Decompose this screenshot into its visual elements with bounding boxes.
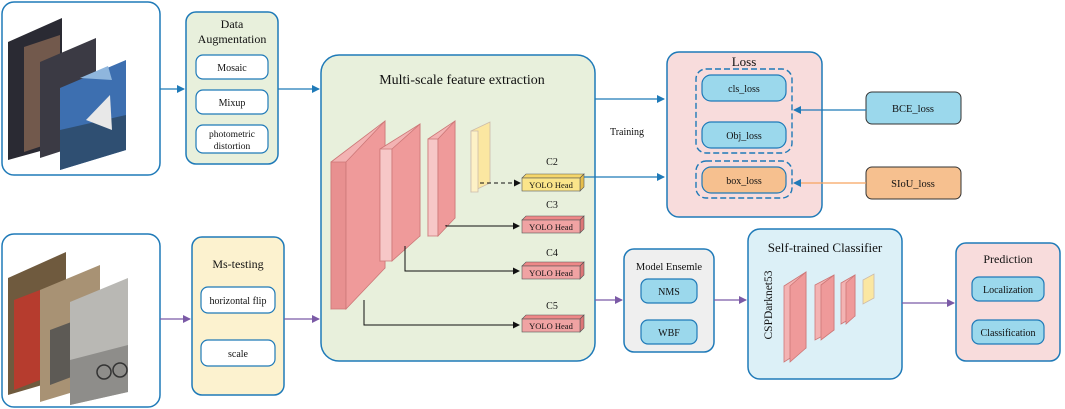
nms-label: NMS — [658, 287, 680, 298]
ms-testing-panel: Ms-testing horizontal flip scale — [191, 236, 285, 396]
c4-label: C4 — [546, 248, 558, 259]
head-c2: C2 YOLO Head — [521, 157, 585, 192]
classifier-layers — [783, 271, 875, 363]
model-ensemble-panel: Model Ensemle NMS WBF — [623, 248, 715, 353]
wbf-label: WBF — [658, 328, 680, 339]
head-c5: C5 YOLO Head — [521, 301, 585, 333]
bce-loss-box: BCE_loss — [865, 91, 962, 125]
training-label: Training — [610, 127, 644, 138]
obj-loss-label: Obj_loss — [726, 131, 762, 142]
augmentation-title-line1: Data — [221, 17, 244, 31]
mixup-label: Mixup — [219, 98, 246, 109]
testing-image-stack — [8, 252, 128, 405]
feature-extraction-panel: Multi-scale feature extraction C2 — [320, 54, 596, 362]
cls-loss-label: cls_loss — [728, 84, 760, 95]
siou-loss-label: SIoU_loss — [891, 179, 935, 190]
siou-loss-box: SIoU_loss — [865, 166, 962, 200]
augmentation-title-line2: Augmentation — [198, 32, 267, 46]
head-c4: C4 YOLO Head — [521, 248, 585, 280]
scale-label: scale — [228, 349, 249, 360]
c5-label: C5 — [546, 301, 558, 312]
localization-label: Localization — [983, 285, 1033, 296]
distortion-label: distortion — [214, 142, 251, 152]
box-loss-label: box_loss — [726, 176, 762, 187]
prediction-title: Prediction — [983, 252, 1032, 266]
loss-panel: Loss cls_loss Obj_loss box_loss — [666, 51, 823, 218]
testing-images-panel — [1, 233, 161, 408]
c3-head-label: YOLO Head — [529, 222, 573, 232]
mosaic-label: Mosaic — [217, 63, 247, 74]
backbone-layers — [330, 119, 491, 311]
horizontal-flip-label: horizontal flip — [210, 296, 267, 307]
c4-head-label: YOLO Head — [529, 268, 573, 278]
classifier-panel: Self-trained Classifier CSPDarknet53 — [747, 228, 903, 380]
classification-label: Classification — [981, 328, 1036, 339]
flow-arrows — [160, 85, 955, 323]
c2-label: C2 — [546, 157, 558, 168]
loss-title: Loss — [732, 54, 757, 69]
bce-loss-label: BCE_loss — [892, 104, 934, 115]
c5-head-label: YOLO Head — [529, 321, 573, 331]
training-image-stack — [8, 18, 126, 170]
feature-extraction-title: Multi-scale feature extraction — [379, 73, 545, 88]
c2-head-label: YOLO Head — [529, 180, 573, 190]
ms-testing-title: Ms-testing — [212, 257, 263, 271]
classifier-title: Self-trained Classifier — [768, 240, 883, 255]
data-augmentation-panel: Data Augmentation Mosaic Mixup photometr… — [185, 11, 279, 165]
cspdarknet53-label: CSPDarknet53 — [763, 270, 775, 339]
c3-label: C3 — [546, 200, 558, 211]
prediction-panel: Prediction Localization Classification — [955, 242, 1061, 362]
head-c3: C3 YOLO Head — [521, 200, 585, 234]
training-images-panel — [1, 1, 161, 176]
photometric-label: photometric — [209, 130, 255, 140]
ensemble-title: Model Ensemle — [636, 262, 703, 273]
